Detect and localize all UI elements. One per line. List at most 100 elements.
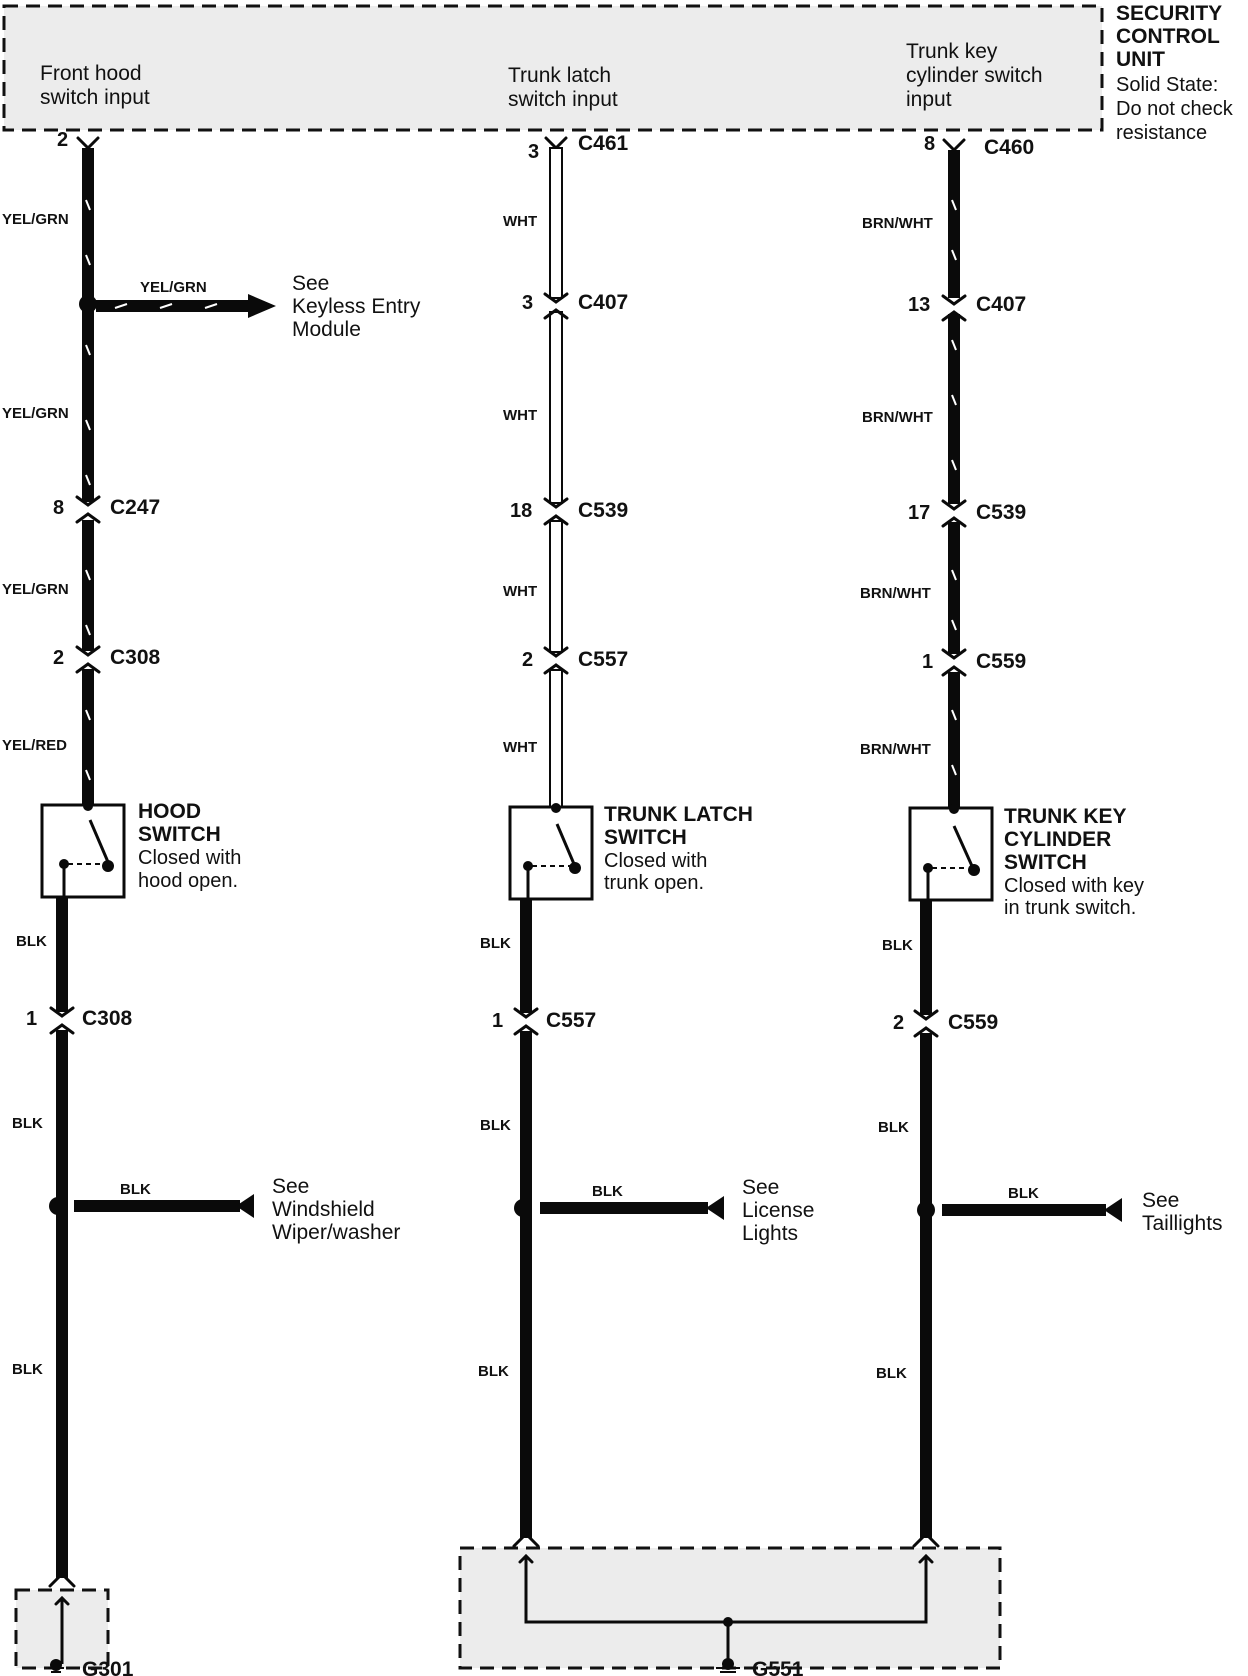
wire-color-label: BLK bbox=[1008, 1185, 1039, 1202]
wire-color-label: WHT bbox=[503, 213, 537, 230]
wire-wht bbox=[549, 147, 563, 299]
pin-label: 2 bbox=[57, 129, 68, 151]
wire-color-label: WHT bbox=[503, 407, 537, 424]
wire-color-label: WHT bbox=[503, 583, 537, 600]
connector-label: C557 bbox=[546, 1009, 596, 1032]
pin-label: 2 bbox=[522, 649, 533, 671]
wire-wht bbox=[549, 311, 563, 504]
pin-label: 8 bbox=[53, 497, 64, 519]
hood-circuit: 2 YEL/GRN YEL/GRN YEL/GRN YEL/RED YEL/GR… bbox=[2, 129, 426, 1676]
arrow-left-icon bbox=[706, 1196, 724, 1220]
wire-color-label: BLK bbox=[480, 935, 511, 952]
wire-color-label: BLK bbox=[480, 1117, 511, 1134]
connector-label: C461 bbox=[578, 132, 629, 155]
trunk-key-switch-title: TRUNK KEY CYLINDER SWITCH bbox=[1004, 805, 1132, 874]
arrow-left-icon bbox=[1104, 1198, 1122, 1222]
wire-color-label: BRN/WHT bbox=[862, 409, 933, 426]
splice-dot bbox=[79, 295, 97, 313]
reference-license-lights: See License Lights bbox=[742, 1176, 820, 1245]
connector-symbol bbox=[48, 1571, 76, 1588]
connector-symbol bbox=[76, 136, 100, 151]
connector-label: C559 bbox=[976, 650, 1026, 673]
wire-color-label: YEL/GRN bbox=[2, 211, 69, 228]
ground-g551: G551 bbox=[458, 1531, 1002, 1676]
connector-symbol bbox=[543, 292, 569, 304]
wire-color-label: YEL/GRN bbox=[140, 279, 207, 296]
wire-wht bbox=[549, 669, 563, 809]
wire-color-label: BLK bbox=[12, 1361, 43, 1378]
connector-symbol bbox=[75, 495, 101, 507]
connector-symbol bbox=[512, 1531, 540, 1548]
connector-symbol bbox=[543, 497, 569, 509]
pin-label: 8 bbox=[924, 133, 935, 155]
connector-symbol bbox=[75, 645, 101, 657]
hood-switch-title: HOOD SWITCH bbox=[138, 800, 221, 846]
wire-color-label: BLK bbox=[120, 1181, 151, 1198]
connector-label: C308 bbox=[82, 1007, 133, 1030]
connector-symbol bbox=[544, 136, 568, 151]
connector-label: C539 bbox=[976, 501, 1026, 524]
input-label-trunk-latch: Trunk latch switch input bbox=[508, 64, 618, 111]
connector-symbol bbox=[941, 648, 967, 660]
connector-symbol bbox=[513, 1007, 539, 1019]
wire-color-label: YEL/RED bbox=[2, 737, 67, 754]
reference-taillights: See Taillights bbox=[1142, 1189, 1223, 1235]
connector-label: C559 bbox=[948, 1011, 998, 1034]
pin-label: 3 bbox=[522, 292, 533, 314]
hood-switch-desc: Closed with hood open. bbox=[138, 847, 247, 892]
arrow-left-icon bbox=[236, 1194, 254, 1218]
trunk-latch-switch-symbol bbox=[508, 805, 594, 901]
ground-label: G301 bbox=[82, 1658, 134, 1676]
trunk-latch-switch-desc: Closed with trunk open. bbox=[604, 850, 713, 894]
connector-symbol bbox=[49, 1006, 75, 1018]
arrow-right-icon bbox=[248, 294, 276, 318]
connector-symbol bbox=[913, 1009, 939, 1021]
pin-label: 18 bbox=[510, 500, 532, 522]
wire-color-label: BRN/WHT bbox=[860, 585, 931, 602]
unit-note: Solid State: Do not check resistance bbox=[1116, 74, 1238, 144]
connector-label: C407 bbox=[578, 291, 628, 314]
connector-label: C539 bbox=[578, 499, 628, 522]
trunk-key-circuit: 8 C460 BRN/WHT BRN/WHT BRN/WHT BRN/WHT 1… bbox=[860, 133, 1223, 1538]
connector-symbol bbox=[543, 646, 569, 658]
connector-label: C460 bbox=[984, 136, 1034, 159]
reference-windshield-wiper: See Windshield Wiper/washer bbox=[272, 1175, 400, 1244]
input-label-hood: Front hood switch input bbox=[40, 62, 150, 109]
trunk-key-switch-symbol bbox=[908, 806, 994, 902]
pin-label: 13 bbox=[908, 294, 930, 316]
connector-label: C407 bbox=[976, 293, 1026, 316]
connector-label: C557 bbox=[578, 648, 628, 671]
connector-label: C247 bbox=[110, 496, 160, 519]
pin-label: 2 bbox=[53, 647, 64, 669]
unit-title: SECURITY CONTROL UNIT bbox=[1116, 2, 1228, 71]
trunk-key-switch-desc: Closed with key in trunk switch. bbox=[1004, 875, 1150, 919]
wire-color-label: BLK bbox=[878, 1119, 909, 1136]
wire-color-label: BLK bbox=[592, 1183, 623, 1200]
connector-symbol bbox=[941, 294, 967, 306]
splice-dot bbox=[514, 1199, 532, 1217]
pin-label: 3 bbox=[528, 141, 539, 163]
connector-symbol bbox=[912, 1531, 940, 1548]
wire-color-label: BLK bbox=[16, 933, 47, 950]
hood-switch-symbol bbox=[40, 803, 126, 899]
security-control-unit-box bbox=[2, 4, 1104, 132]
pin-label: 1 bbox=[922, 651, 933, 673]
input-label-trunk-key: Trunk key cylinder switch input bbox=[906, 40, 1048, 111]
wire-color-label: BLK bbox=[478, 1363, 509, 1380]
splice-dot bbox=[49, 1197, 67, 1215]
pin-label: 17 bbox=[908, 502, 930, 524]
wire-color-label: YEL/GRN bbox=[2, 405, 69, 422]
wire-wht bbox=[549, 520, 563, 653]
ground-label: G551 bbox=[752, 1658, 804, 1676]
wire-color-label: BLK bbox=[876, 1365, 907, 1382]
wire-color-label: BLK bbox=[882, 937, 913, 954]
pin-label: 2 bbox=[893, 1012, 904, 1034]
connector-symbol bbox=[941, 499, 967, 511]
pin-label: 1 bbox=[26, 1008, 37, 1030]
ground-box bbox=[458, 1546, 1002, 1670]
splice-dot bbox=[917, 1201, 935, 1219]
wire-color-label: BRN/WHT bbox=[860, 741, 931, 758]
wire-color-label: BLK bbox=[12, 1115, 43, 1132]
reference-keyless-entry: See Keyless Entry Module bbox=[292, 272, 426, 341]
